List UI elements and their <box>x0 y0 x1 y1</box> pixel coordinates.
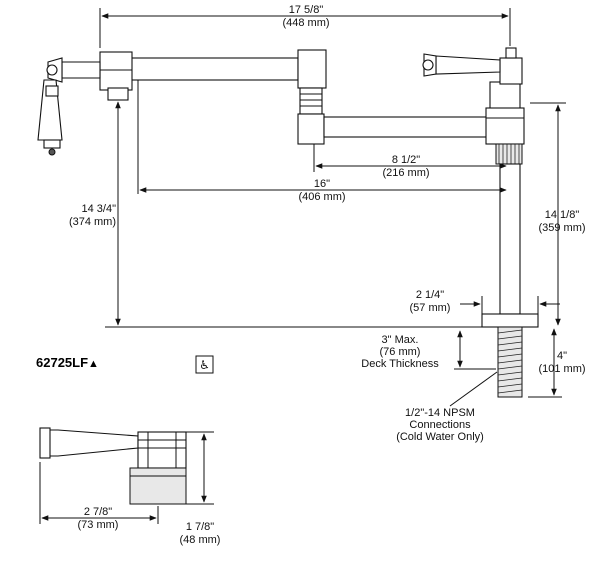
deck-thickness-imperial: 3" Max. <box>382 334 419 346</box>
upper-elbow <box>297 49 327 89</box>
arm-short-imperial: 8 1/2" <box>392 154 420 166</box>
pot-filler-side-view <box>37 47 539 398</box>
handle-length-metric: (73 mm) <box>78 519 119 531</box>
deck-thickness-metric: (76 mm) <box>380 346 421 358</box>
base-escutcheon <box>481 313 539 328</box>
upper-arm <box>129 57 299 81</box>
spout-height-imperial: 14 3/4" <box>82 203 117 215</box>
ada-glyph: ♿ <box>199 358 210 372</box>
handle-height-metric: (48 mm) <box>180 534 221 546</box>
base-diameter-metric: (57 mm) <box>410 302 451 314</box>
connections-line2: Connections <box>409 419 471 431</box>
arm-short-metric: (216 mm) <box>382 167 429 179</box>
body-height-imperial: 14 1/8" <box>545 209 580 221</box>
connections-line3: (Cold Water Only) <box>396 431 484 443</box>
shank-length-imperial: 4" <box>557 350 567 362</box>
handle-length-imperial: 2 7/8" <box>84 506 112 518</box>
base-diameter-imperial: 2 1/4" <box>416 289 444 301</box>
shank-length-metric: (101 mm) <box>538 363 585 375</box>
overall-width-metric: (448 mm) <box>282 17 329 29</box>
faucet-body <box>422 47 539 328</box>
spout-height-metric: (374 mm) <box>69 216 116 228</box>
model-number: 62725LF▲ <box>36 355 99 370</box>
body-height-metric: (359 mm) <box>538 222 585 234</box>
threaded-shank <box>497 326 523 398</box>
handle-side-view <box>39 427 187 505</box>
lower-elbow <box>297 113 325 145</box>
lower-arm <box>323 116 493 138</box>
overall-width-imperial: 17 5/8" <box>289 4 324 16</box>
riser-tube <box>499 163 521 315</box>
spout-valve <box>37 51 133 156</box>
connections-line1: 1/2"-14 NPSM <box>405 407 475 419</box>
arm-long-metric: (406 mm) <box>298 191 345 203</box>
handle-height-imperial: 1 7/8" <box>186 521 214 533</box>
wheelchair-accessibility-icon: ♿ <box>195 355 214 374</box>
arm-long-imperial: 16" <box>314 178 330 190</box>
deck-thickness-label: Deck Thickness <box>361 358 439 370</box>
